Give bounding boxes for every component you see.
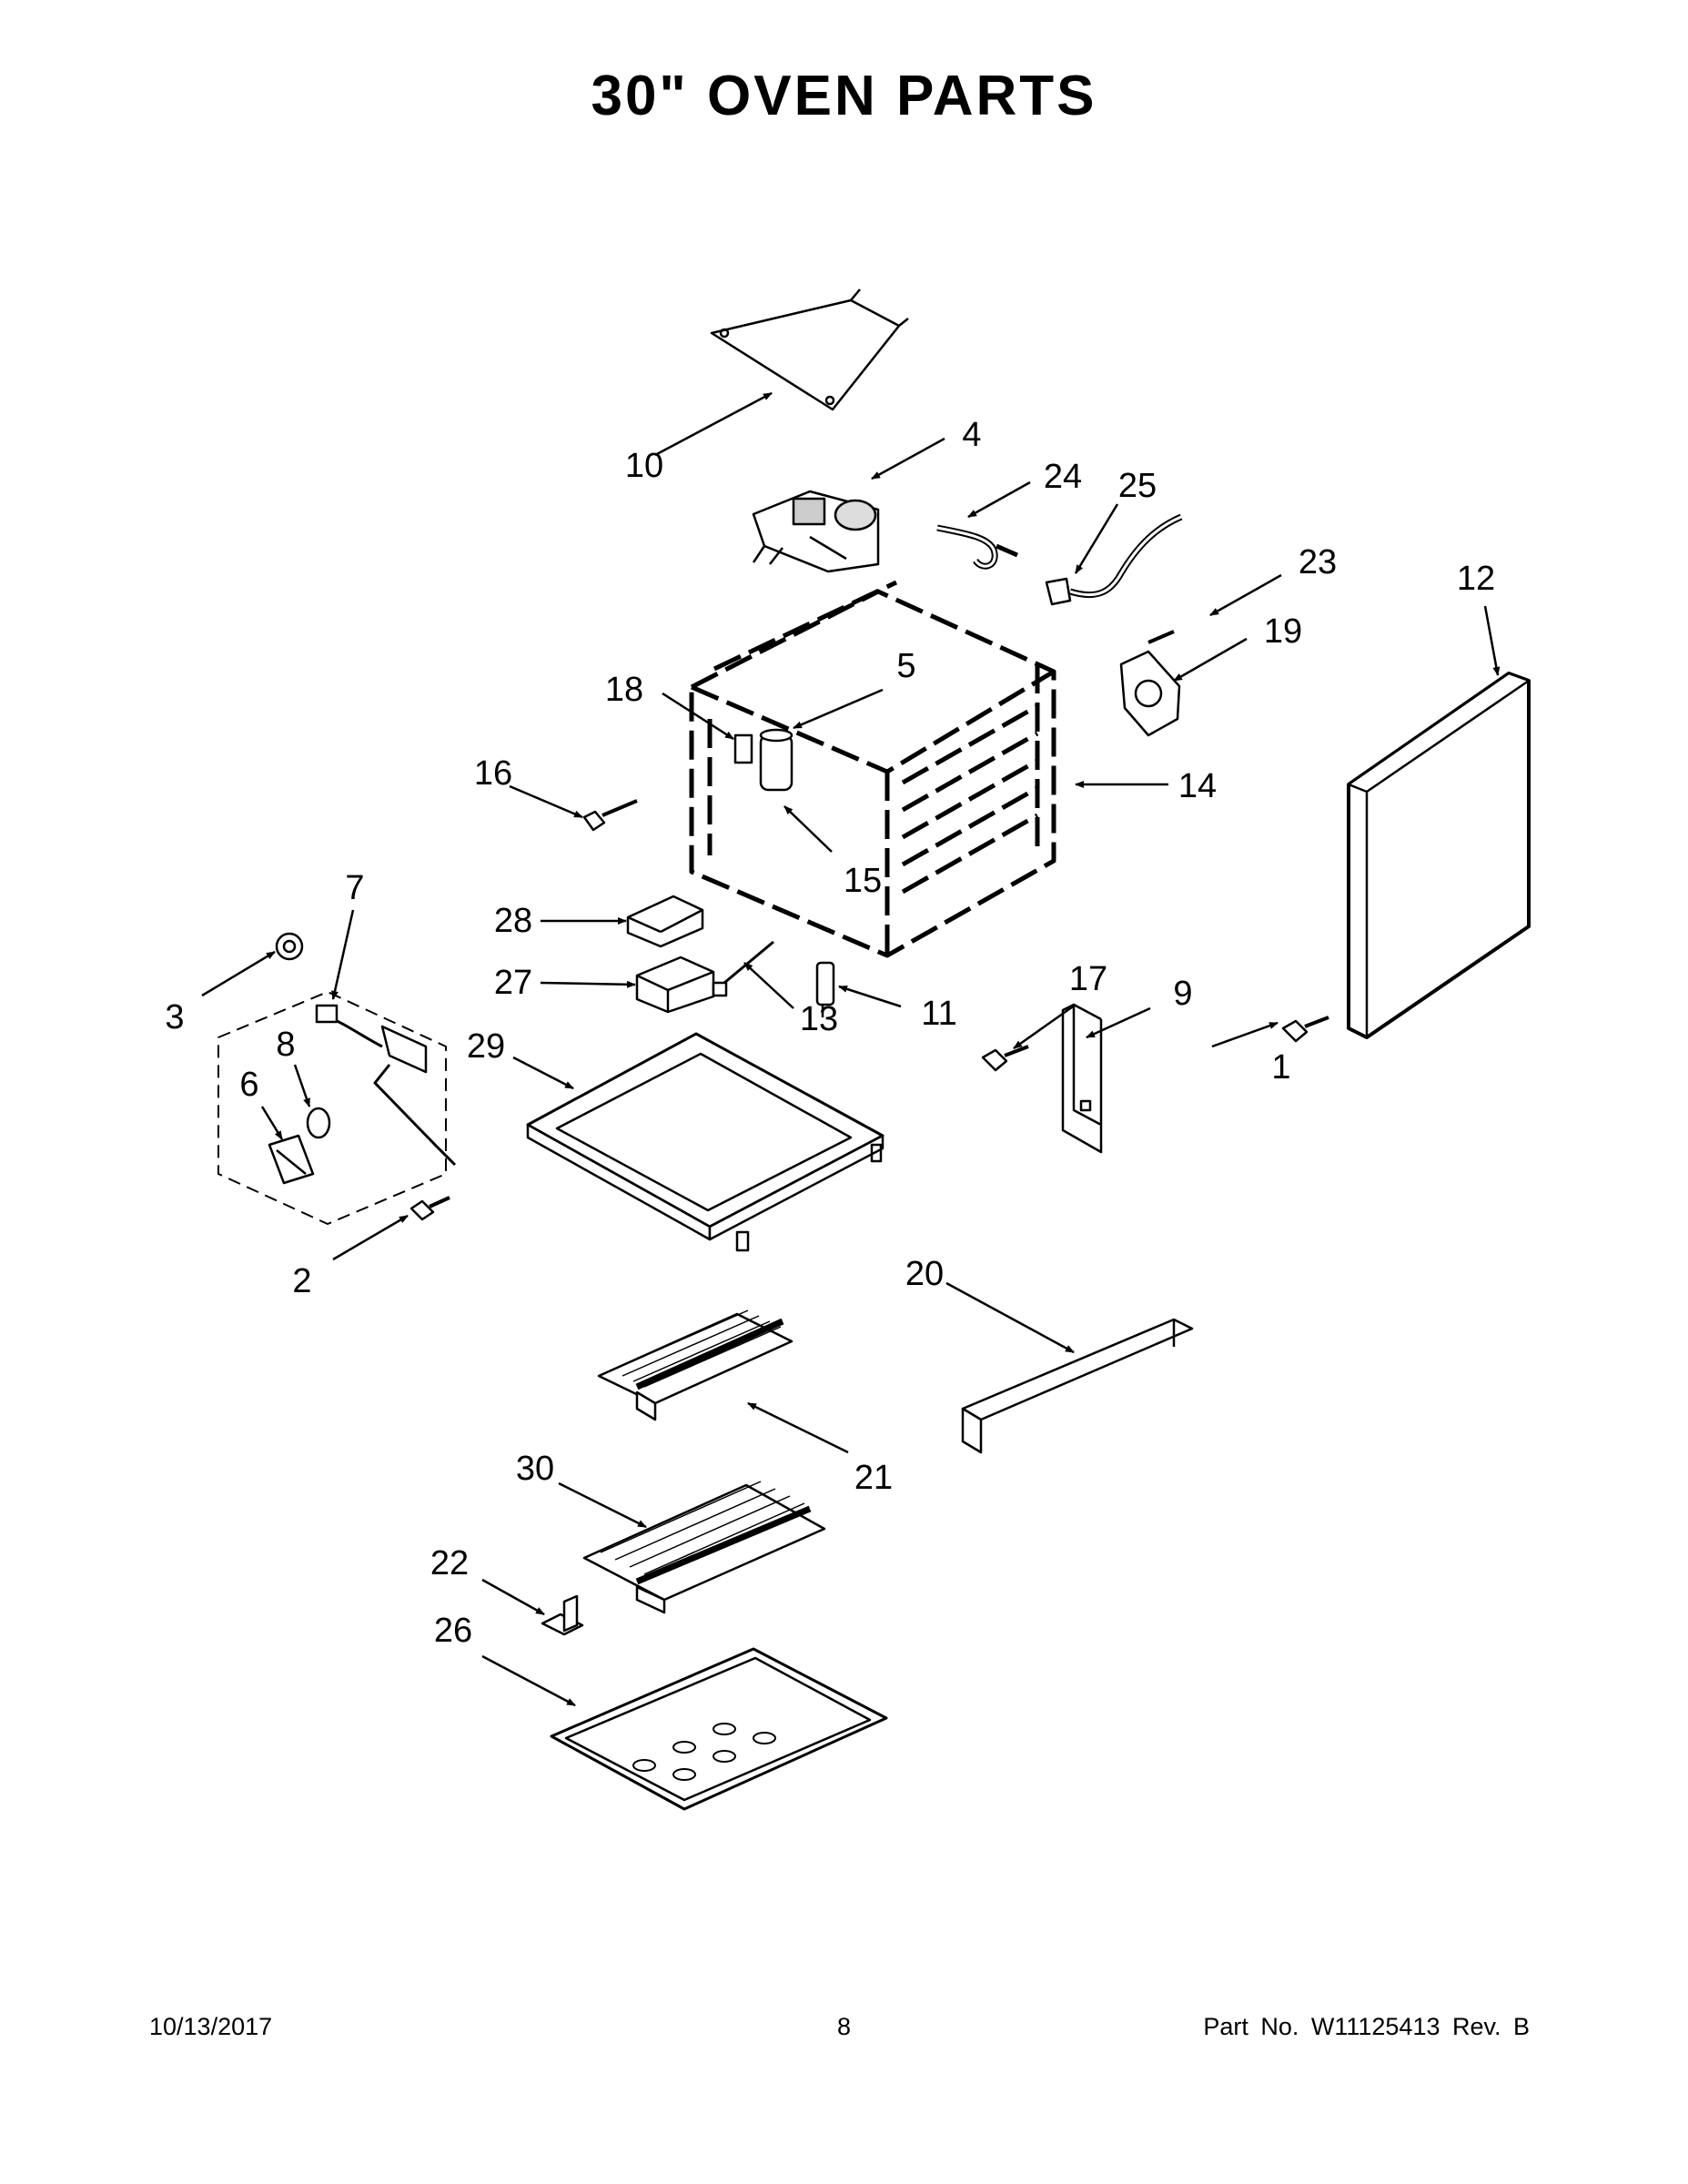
callout-13: 13	[800, 1000, 838, 1038]
callout-19: 19	[1264, 612, 1302, 651]
leader-16	[509, 784, 583, 819]
leader-3	[201, 950, 276, 997]
callout-18: 18	[605, 671, 643, 709]
part-4-burner-assembly	[752, 490, 880, 573]
callout-27: 27	[494, 964, 532, 1002]
callout-4: 4	[962, 416, 981, 454]
leader-8	[293, 1064, 311, 1107]
leader-24	[967, 480, 1031, 519]
part-12-panel	[1347, 672, 1531, 1039]
callout-3: 3	[165, 998, 184, 1036]
part-2-screw	[409, 1196, 450, 1221]
part-8-bulb	[306, 1107, 331, 1139]
callout-9: 9	[1173, 975, 1192, 1013]
callout-14: 14	[1178, 767, 1217, 805]
leader-4	[871, 437, 945, 480]
callout-1: 1	[1271, 1048, 1290, 1087]
leader-20	[945, 1281, 1075, 1354]
callout-15: 15	[844, 862, 882, 900]
part-29-window-frame	[526, 1032, 884, 1252]
part-6-lens	[268, 1134, 315, 1185]
footer-part-number: Part No. W11125413 Rev. B	[1203, 2013, 1530, 2040]
part-9-bracket	[1061, 1003, 1103, 1154]
callout-28: 28	[494, 902, 532, 940]
part-5-element	[759, 728, 793, 792]
leader-13	[743, 962, 794, 1009]
part-1-screw	[1281, 1016, 1329, 1043]
leader-11	[838, 985, 902, 1008]
callout-6: 6	[239, 1066, 258, 1104]
leader-5	[793, 688, 884, 730]
part-27-block	[635, 956, 715, 1014]
leader-12	[1483, 605, 1501, 676]
part-22-bracket	[541, 1594, 584, 1636]
callout-22: 22	[430, 1544, 469, 1582]
leader-26	[481, 1654, 576, 1707]
leader-17	[1013, 1003, 1076, 1050]
callout-5: 5	[896, 647, 915, 685]
leader-7	[331, 909, 355, 1000]
part-21-broil-burner	[597, 1309, 793, 1421]
leader-6	[260, 1106, 284, 1140]
part-25-gas-tube	[1045, 513, 1183, 606]
part-16-screw	[582, 799, 638, 832]
leader-30	[558, 1481, 647, 1529]
leader-9	[1086, 1006, 1151, 1039]
leader-21	[747, 1401, 849, 1454]
callout-30: 30	[516, 1450, 554, 1488]
leader-2	[332, 1214, 409, 1261]
leader-25	[1074, 503, 1119, 574]
leader-10	[654, 391, 773, 457]
part-10-top-cover-plate	[710, 288, 909, 411]
leader-18	[662, 692, 734, 741]
callout-16: 16	[474, 754, 512, 793]
part-30-bake-burner	[582, 1481, 826, 1614]
callout-17: 17	[1069, 960, 1107, 998]
leader-23	[1209, 573, 1282, 617]
callout-26: 26	[434, 1612, 472, 1650]
footer-page-number: 8	[836, 2013, 852, 2040]
part-13-wire	[712, 940, 774, 997]
callout-7: 7	[345, 869, 364, 907]
leader-lines	[201, 391, 1501, 1707]
callout-20: 20	[905, 1255, 944, 1293]
leader-19	[1173, 637, 1248, 682]
leader-27	[540, 980, 636, 988]
callout-29: 29	[467, 1027, 505, 1066]
leader-29	[512, 1056, 574, 1090]
part-19-igniter-bracket	[1119, 630, 1181, 737]
part-17-screw	[981, 1045, 1029, 1072]
part-18-fitting	[733, 733, 753, 764]
callout-23: 23	[1299, 543, 1337, 581]
footer-date: 10/13/2017	[149, 2013, 273, 2040]
callout-8: 8	[276, 1026, 295, 1064]
callout-24: 24	[1044, 458, 1082, 496]
callout-11: 11	[921, 995, 956, 1033]
part-3-knob	[275, 932, 304, 961]
part-20-rail	[961, 1318, 1194, 1454]
callout-2: 2	[292, 1262, 311, 1300]
part-11-clip	[815, 961, 835, 1017]
callout-21: 21	[854, 1459, 893, 1497]
leader-15	[783, 805, 833, 853]
part-28-bracket	[626, 895, 704, 948]
part-26-bottom-pan	[550, 1647, 888, 1811]
leader-22	[481, 1578, 545, 1616]
callout-25: 25	[1118, 467, 1157, 505]
page-title: 30" OVEN PARTS	[591, 65, 1097, 127]
leader-1	[1211, 1021, 1279, 1048]
part-7-light-assembly-group	[217, 991, 457, 1225]
callout-10: 10	[625, 447, 663, 485]
oven-cavity-frame	[689, 580, 1056, 958]
part-24-gas-tube	[936, 524, 1018, 570]
callout-labels: 1 2 3 4 5 6 7 8 9 10 11 12 13 14 15 16 1…	[165, 416, 1495, 1650]
callout-12: 12	[1457, 560, 1495, 598]
